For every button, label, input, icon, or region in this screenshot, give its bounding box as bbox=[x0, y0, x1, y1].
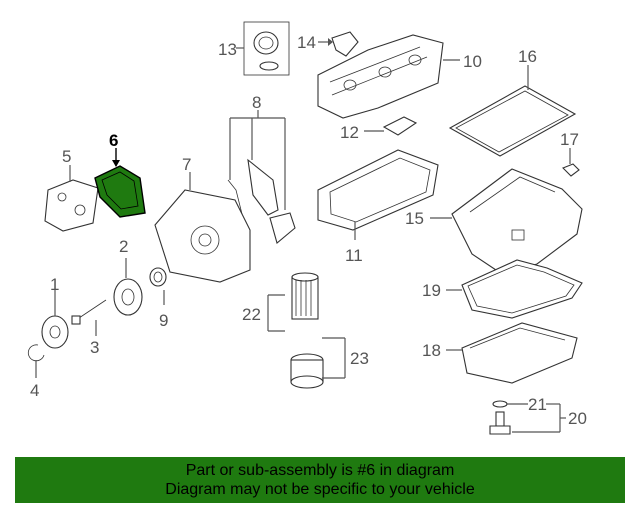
callout-9: 9 bbox=[159, 311, 168, 330]
callout-5: 5 bbox=[62, 147, 71, 166]
part-4-snap-ring[interactable] bbox=[27, 344, 45, 362]
part-8-brackets[interactable] bbox=[227, 158, 296, 244]
callout-15: 15 bbox=[405, 209, 424, 228]
callout-11: 11 bbox=[345, 246, 363, 265]
callout-18: 18 bbox=[422, 341, 441, 360]
callout-4: 4 bbox=[30, 381, 39, 400]
part-9-seal[interactable] bbox=[149, 267, 167, 287]
callout-23: 23 bbox=[350, 349, 369, 368]
callout-20: 20 bbox=[568, 409, 587, 428]
part-17-sensor[interactable] bbox=[562, 163, 580, 177]
part-5-cover-plate[interactable] bbox=[44, 179, 99, 232]
part-16-gasket[interactable] bbox=[448, 85, 577, 157]
part-11-valve-cover-gasket[interactable] bbox=[317, 149, 439, 231]
part-1-damper[interactable] bbox=[41, 315, 69, 349]
callout-1: 1 bbox=[50, 275, 59, 294]
part-15-oil-pan-upper[interactable] bbox=[451, 168, 583, 275]
callout-16: 16 bbox=[518, 47, 537, 66]
part-3-bolt[interactable] bbox=[71, 299, 107, 325]
part-22-oil-filter[interactable] bbox=[291, 272, 319, 320]
callout-12: 12 bbox=[340, 123, 359, 142]
part-14-sensor[interactable] bbox=[331, 31, 359, 57]
part-10-valve-cover[interactable] bbox=[317, 34, 444, 119]
part-13-oil-filler-cap[interactable] bbox=[243, 21, 290, 76]
part-23-filter-housing[interactable] bbox=[290, 353, 324, 389]
callout-10: 10 bbox=[463, 52, 482, 71]
callout-7: 7 bbox=[182, 155, 191, 174]
part-6-gasket-highlighted[interactable] bbox=[94, 165, 146, 218]
callout-8: 8 bbox=[252, 93, 261, 112]
callout-2: 2 bbox=[119, 237, 128, 256]
callout-3: 3 bbox=[90, 338, 99, 357]
part-19-oil-pan-gasket[interactable] bbox=[461, 259, 583, 319]
part-2-crank-pulley[interactable] bbox=[113, 278, 143, 316]
callout-6: 6 bbox=[109, 131, 118, 150]
part-18-oil-pan-lower[interactable] bbox=[461, 322, 578, 384]
callout-21: 21 bbox=[528, 395, 547, 414]
banner-line-2: Diagram may not be specific to your vehi… bbox=[165, 481, 475, 498]
part-20-drain-plug[interactable] bbox=[489, 411, 511, 435]
callout-19: 19 bbox=[422, 281, 441, 300]
callout-13: 13 bbox=[218, 40, 237, 59]
callout-22: 22 bbox=[242, 305, 261, 324]
part-7-timing-cover[interactable] bbox=[154, 189, 251, 283]
callout-17: 17 bbox=[560, 130, 579, 149]
part-21-washer[interactable] bbox=[492, 400, 508, 408]
callout-14: 14 bbox=[297, 33, 316, 52]
banner-line-1: Part or sub-assembly is #6 in diagram bbox=[185, 462, 455, 479]
info-banner: Part or sub-assembly is #6 in diagram Di… bbox=[15, 457, 625, 503]
part-12-gasket[interactable] bbox=[382, 116, 418, 136]
